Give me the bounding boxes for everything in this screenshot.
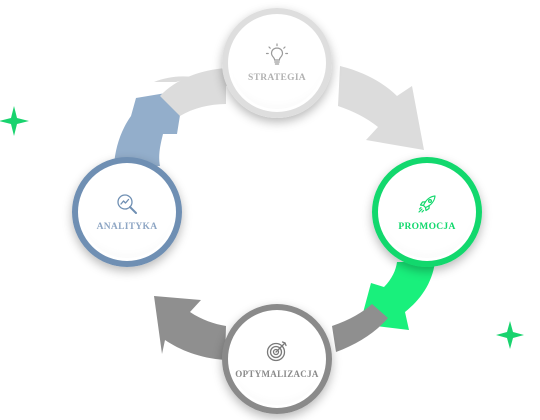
node-optymalizacja: OPTYMALIZACJA (222, 304, 332, 414)
node-label-analityka: ANALITYKA (96, 222, 158, 232)
sparkle-right (496, 321, 524, 349)
node-label-strategia: STRATEGIA (248, 73, 306, 83)
arrow-strategia-to-promocja-body (160, 66, 424, 150)
arrow-optymalizacja-to-analityka-tail (332, 304, 388, 352)
node-label-promocja: PROMOCJA (398, 222, 456, 232)
magnifier-chart-icon (117, 194, 137, 214)
rocket-icon (418, 195, 436, 213)
lightbulb-icon (265, 43, 289, 65)
sparkle-left (0, 106, 29, 136)
arrow-analityka-to-strategia (114, 90, 184, 166)
arrow-optymalizacja-to-analityka (154, 296, 226, 360)
node-label-optymalizacja: OPTYMALIZACJA (235, 369, 319, 379)
node-promocja: PROMOCJA (372, 157, 482, 267)
node-strategia: STRATEGIA (222, 8, 332, 118)
node-analityka: ANALITYKA (72, 157, 182, 267)
target-icon (266, 341, 287, 362)
